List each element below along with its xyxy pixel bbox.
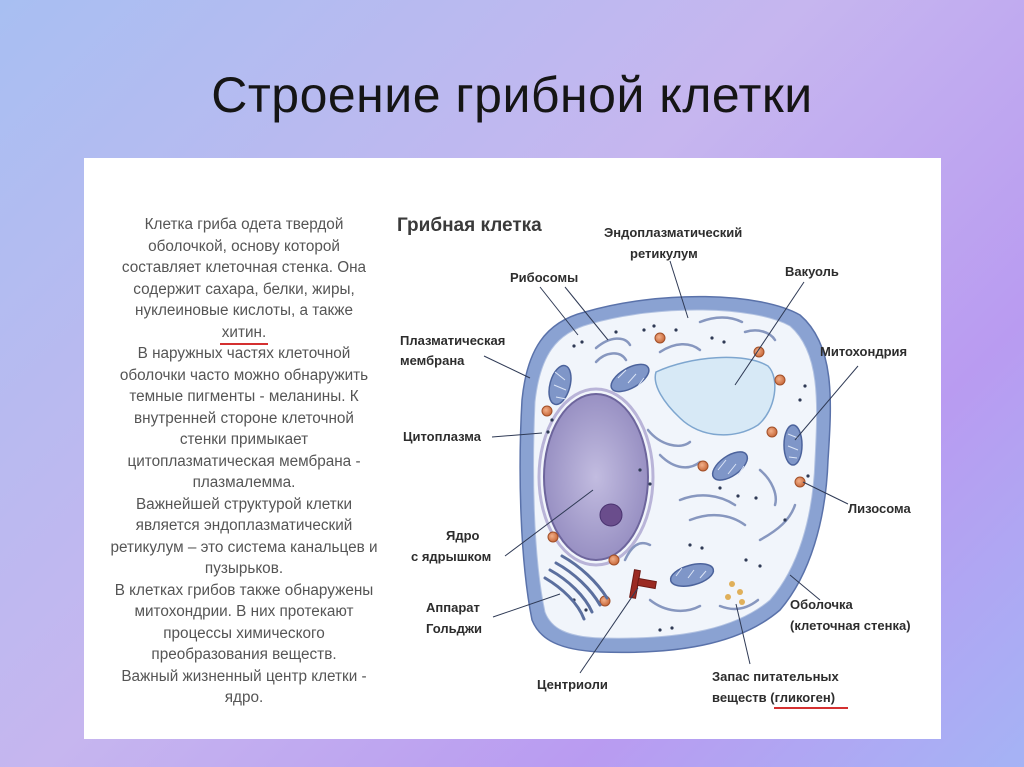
description-line: Клетка гриба одета твердой: [144, 216, 344, 233]
description-line: оболочкой, основу которой: [148, 237, 340, 255]
mitochondria-cristae: [553, 369, 799, 579]
diagram-title: Грибная клетка: [397, 215, 542, 236]
description-line: плазмалемма.: [192, 474, 296, 491]
lysosome: [794, 476, 806, 488]
label-nucleus-line2: с ядрышком: [411, 549, 491, 564]
label-membrane-line2: мембрана: [400, 353, 465, 368]
description-line: является эндоплазматический: [135, 517, 353, 534]
mitochondrion: [610, 363, 650, 393]
description-line: Важный жизненный центр клетки -: [121, 667, 367, 685]
label-reserve-line1: Запас питательных: [712, 669, 840, 684]
mitochondrion: [711, 451, 749, 481]
label-lysosome: Лизосома: [848, 501, 911, 516]
label-er-line1: Эндоплазматический: [604, 225, 742, 240]
label-vacuole: Вакуоль: [785, 264, 839, 279]
nucleolus: [599, 503, 623, 527]
label-golgi-line2: Гольджи: [426, 621, 482, 636]
description-line: В клетках грибов также обнаружены: [114, 581, 374, 599]
description-line: процессы химического: [163, 624, 325, 642]
description-line: нуклеиновые кислоты, а также: [135, 302, 353, 319]
golgi-apparatus: [543, 554, 609, 621]
description-line: темные пигменты - меланины. К: [129, 388, 359, 405]
nucleus-envelope: [537, 387, 655, 567]
description-line: стенки примыкает: [179, 431, 309, 448]
description-line: содержит сахара, белки, жиры,: [133, 280, 355, 298]
endoplasmic-reticulum: [594, 316, 797, 613]
mitochondria-group: [548, 363, 803, 587]
description-line: ядро.: [224, 689, 264, 706]
lysosome: [753, 346, 765, 358]
leader-lines: [483, 260, 859, 674]
description-text: Клетка гриба одета твердой оболочкой, ос…: [96, 214, 392, 709]
label-cell-wall-line1: Оболочка: [790, 597, 854, 612]
label-nucleus-line1: Ядро: [446, 528, 480, 543]
label-membrane-line1: Плазматическая: [400, 333, 505, 348]
description-line: Важнейшей структурой клетки: [135, 495, 353, 513]
description-line: преобразования веществ.: [151, 646, 337, 663]
ribosomes: [546, 324, 810, 632]
label-mitochondria: Митохондрия: [820, 344, 907, 359]
description-line: В наружных частях клеточной: [137, 345, 351, 362]
lysosome: [697, 460, 709, 472]
lysosome: [547, 531, 559, 543]
lysosome: [541, 405, 553, 417]
lysosomes: [541, 332, 806, 607]
description-line: пузырьков.: [204, 560, 284, 577]
vacuole: [654, 356, 776, 436]
lysosome: [608, 554, 620, 566]
label-cytoplasm: Цитоплазма: [403, 429, 482, 444]
label-reserve-line2: веществ (гликоген): [712, 690, 835, 705]
slide-title: Строение грибной клетки: [211, 67, 813, 123]
centrioles: [629, 569, 657, 599]
description-line: цитоплазматическая мембрана -: [127, 452, 361, 470]
description-line: внутренней стороне клеточной: [134, 409, 354, 427]
label-golgi-line1: Аппарат: [426, 600, 480, 615]
description-line: составляет клеточная стенка. Она: [121, 259, 367, 276]
mitochondrion: [783, 424, 803, 466]
label-ribosomes: Рибосомы: [510, 270, 578, 285]
description-line: оболочки часто можно обнаружить: [119, 366, 369, 384]
label-cell-wall-line2: (клеточная стенка): [790, 618, 911, 633]
glycogen-granules: [725, 581, 745, 605]
description-line: хитин.: [96, 322, 392, 345]
description-line: митохондрии. В них протекают: [134, 603, 354, 620]
highlighted-word-chitin: хитин.: [219, 322, 269, 345]
lysosome: [654, 332, 666, 344]
nucleus: [543, 393, 649, 561]
description-line: ретикулум – это система канальцев и: [110, 538, 378, 556]
lysosome: [774, 374, 786, 386]
label-centrioles: Центриоли: [537, 677, 608, 692]
lysosome: [766, 426, 778, 438]
label-er-line2: ретикулум: [630, 246, 698, 261]
mitochondrion: [548, 364, 572, 406]
